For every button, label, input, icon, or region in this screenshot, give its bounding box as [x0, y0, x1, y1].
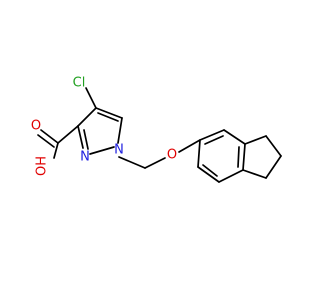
bond-c4-c5 [95, 107, 123, 119]
bond-ar-5 [197, 166, 220, 183]
bond-cp-1 [244, 135, 267, 145]
bond-c5-n1 [117, 117, 123, 144]
bond-ar-6 [197, 139, 201, 168]
bond-ar-3 [242, 143, 246, 171]
hydroxyl-label: OH [35, 156, 50, 176]
bond-cp-2 [265, 135, 282, 157]
bond-ar-4 [218, 169, 244, 183]
bond-n1-ch2 [118, 156, 146, 169]
bond-cp-3 [265, 155, 282, 179]
bond-n2-c3-double [83, 129, 89, 150]
bond-ar-5-double [202, 164, 218, 177]
bond-c4-c5-double [97, 112, 119, 122]
bond-ar-3-double [237, 146, 240, 168]
bond-c4-cl [85, 87, 97, 109]
bond-ar-1-double [204, 135, 224, 145]
bond-cacid-o [40, 129, 59, 144]
bond-layer [37, 87, 282, 183]
bond-o-caryl [178, 139, 201, 153]
bond-cp-4 [242, 169, 267, 179]
structure-canvas: Cl O OH N N O [31, 76, 282, 183]
bond-n2-c3 [77, 125, 84, 149]
bond-cacid-oh [53, 142, 59, 159]
bond-c3-c4 [77, 107, 97, 127]
ether-oxygen-label: O [167, 148, 177, 163]
atom-label-layer: Cl O OH N N O [31, 76, 177, 177]
pyrazole-n2-label: N [80, 150, 90, 165]
bond-ar-2 [223, 129, 246, 145]
bond-ar-1 [199, 129, 225, 141]
bond-c3-cacid [57, 125, 79, 144]
bond-n1-n2 [89, 146, 115, 155]
carbonyl-oxygen-label: O [31, 119, 41, 134]
pyrazole-n1-label: N [114, 143, 124, 158]
bond-cacid-o-double [37, 134, 55, 148]
chlorine-atom-label: Cl [73, 76, 86, 91]
bond-ch2-o [144, 157, 166, 169]
